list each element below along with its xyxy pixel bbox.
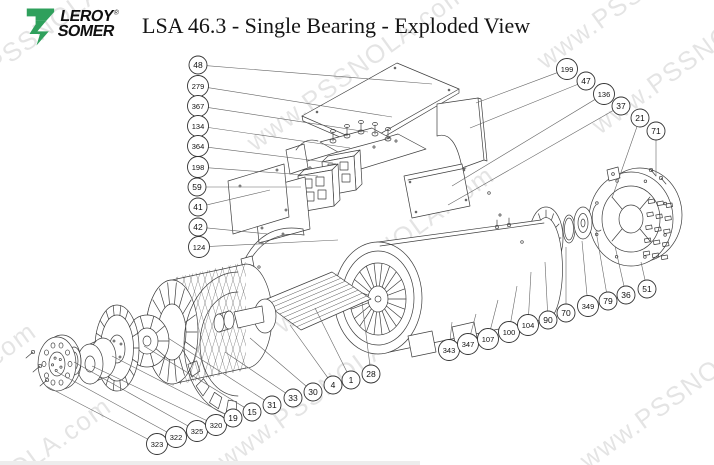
nde-bracket <box>588 166 683 267</box>
brand-wordmark: LEROY® SOMER <box>56 8 119 40</box>
svg-text:48: 48 <box>193 60 203 70</box>
cover-plates-left <box>227 163 311 276</box>
callout-343: 343 <box>438 321 460 361</box>
callout-279: 279 <box>187 75 393 118</box>
page-title: LSA 46.3 - Single Bearing - Exploded Vie… <box>142 13 531 38</box>
callout-70: 70 <box>556 247 576 323</box>
callout-364: 364 <box>187 135 334 164</box>
callout-41: 41 <box>188 189 271 217</box>
watermark-text: www.PSSNOLA.com <box>0 391 117 465</box>
callout-199: 199 <box>475 58 578 104</box>
callout-36: 36 <box>614 245 636 305</box>
svg-text:15: 15 <box>247 407 257 417</box>
callout-1: 1 <box>314 307 361 390</box>
callout-323: 323 <box>45 385 168 455</box>
svg-text:136: 136 <box>598 90 611 99</box>
callout-90: 90 <box>538 261 558 330</box>
callout-37: 37 <box>447 96 631 206</box>
callout-79: 79 <box>595 230 618 311</box>
leroy-somer-logo-icon <box>26 8 55 46</box>
svg-text:124: 124 <box>193 243 206 252</box>
svg-text:104: 104 <box>522 321 535 330</box>
callout-100: 100 <box>498 285 520 343</box>
svg-text:37: 37 <box>616 101 626 111</box>
callout-19: 19 <box>111 355 243 428</box>
svg-text:367: 367 <box>192 102 205 111</box>
callout-349: 349 <box>577 240 599 317</box>
svg-text:47: 47 <box>581 76 591 86</box>
svg-text:59: 59 <box>192 182 202 192</box>
callout-30: 30 <box>249 337 323 402</box>
rotor-assembly <box>213 271 372 334</box>
callout-71: 71 <box>646 121 666 176</box>
watermark-text: www.PSSNOLA.com <box>573 296 714 465</box>
brand-line2: SOMER <box>56 22 116 40</box>
svg-text:1: 1 <box>349 375 354 385</box>
svg-text:325: 325 <box>191 427 204 436</box>
callout-15: 15 <box>143 345 262 422</box>
svg-text:71: 71 <box>651 126 661 136</box>
svg-text:320: 320 <box>210 421 223 430</box>
svg-text:343: 343 <box>443 346 456 355</box>
svg-text:19: 19 <box>228 413 238 423</box>
svg-text:198: 198 <box>192 163 205 172</box>
svg-text:323: 323 <box>151 440 164 449</box>
callout-21: 21 <box>611 108 650 199</box>
svg-text:42: 42 <box>193 222 203 232</box>
callout-347: 347 <box>457 313 479 355</box>
callouts: 4827936713436419859414212419947136372171… <box>45 55 666 455</box>
callout-367: 367 <box>187 95 369 133</box>
svg-text:30: 30 <box>308 387 318 397</box>
callout-28: 28 <box>361 301 381 384</box>
callout-198: 198 <box>187 156 319 178</box>
svg-text:31: 31 <box>267 400 277 410</box>
callout-33: 33 <box>224 351 303 408</box>
svg-text:199: 199 <box>561 65 574 74</box>
callout-320: 320 <box>91 365 227 436</box>
brand-logo: LEROY® SOMER <box>25 7 119 47</box>
svg-text:279: 279 <box>192 82 205 91</box>
callout-322: 322 <box>56 371 187 448</box>
svg-text:51: 51 <box>642 284 652 294</box>
callout-107: 107 <box>477 299 499 350</box>
callout-42: 42 <box>188 217 269 237</box>
svg-text:134: 134 <box>192 122 205 131</box>
side-panels-right <box>403 97 488 219</box>
svg-text:107: 107 <box>482 335 495 344</box>
callout-4: 4 <box>289 324 343 395</box>
svg-text:33: 33 <box>288 393 298 403</box>
page-edge-artifact <box>0 461 420 465</box>
svg-text:41: 41 <box>193 202 203 212</box>
svg-text:322: 322 <box>170 433 183 442</box>
callout-51: 51 <box>637 261 657 299</box>
svg-text:90: 90 <box>543 315 553 325</box>
svg-text:4: 4 <box>331 380 336 390</box>
callout-124: 124 <box>188 236 339 258</box>
svg-text:36: 36 <box>621 290 631 300</box>
svg-text:21: 21 <box>635 113 645 123</box>
svg-text:70: 70 <box>561 308 571 318</box>
callout-48: 48 <box>188 55 433 85</box>
svg-text:364: 364 <box>192 142 205 151</box>
hardware-bolts <box>25 349 50 387</box>
callout-104: 104 <box>517 271 539 336</box>
svg-text:28: 28 <box>366 369 376 379</box>
callout-136: 136 <box>451 83 615 187</box>
callout-47: 47 <box>469 71 596 129</box>
svg-text:347: 347 <box>462 340 475 349</box>
svg-text:349: 349 <box>582 302 595 311</box>
callout-59: 59 <box>187 177 301 197</box>
svg-text:100: 100 <box>503 328 516 337</box>
svg-text:79: 79 <box>603 296 613 306</box>
callout-31: 31 <box>167 337 282 415</box>
